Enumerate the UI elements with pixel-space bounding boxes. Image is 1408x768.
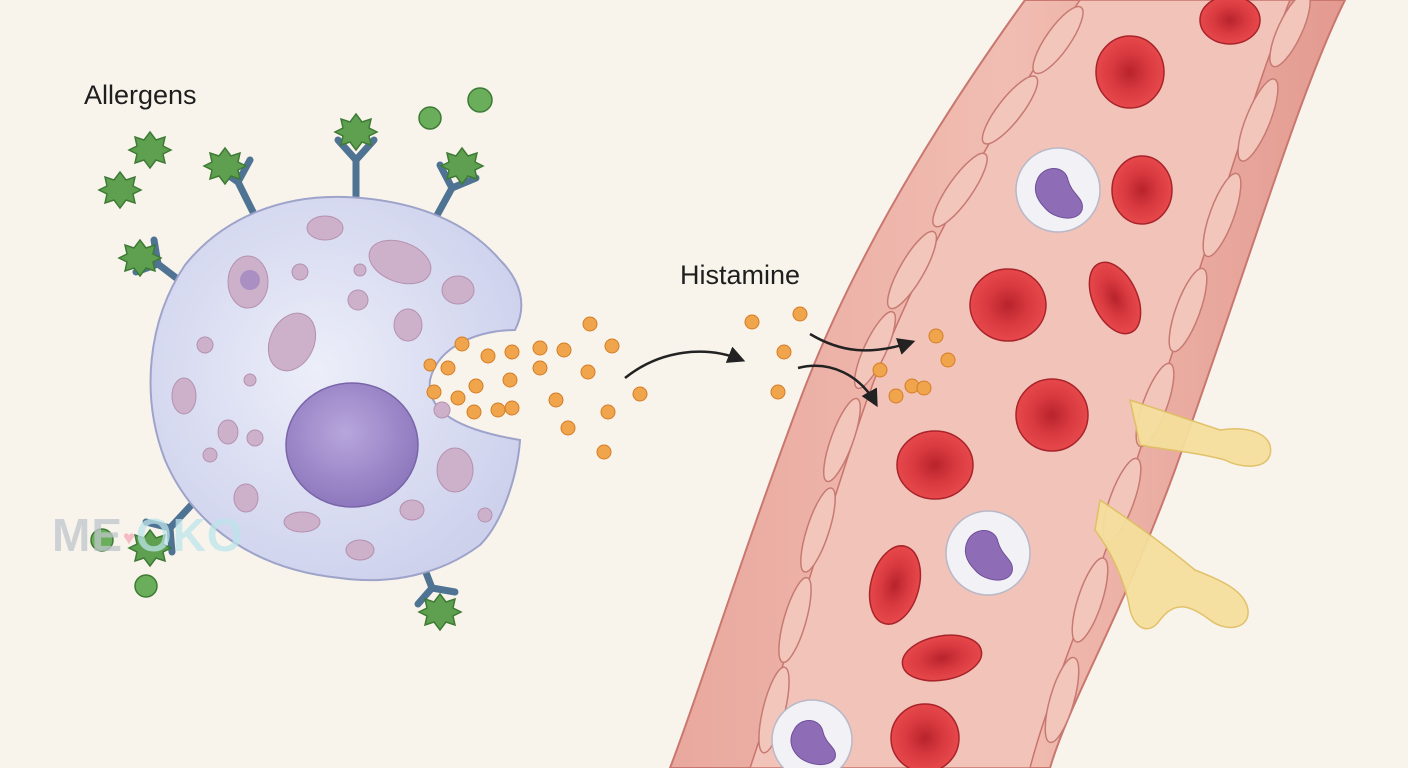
watermark-part2: OKO	[135, 509, 244, 561]
red-blood-cell	[1088, 261, 1142, 335]
histamine-granules	[423, 306, 956, 460]
arrow-right-icon	[809, 332, 916, 355]
red-blood-cell	[969, 268, 1047, 342]
red-blood-cells	[868, 0, 1261, 768]
red-blood-cell	[1095, 35, 1165, 109]
heart-icon: ♥	[123, 527, 136, 550]
red-blood-cell	[896, 430, 974, 500]
histamine-label: Histamine	[680, 260, 801, 290]
flow-arrows	[624, 332, 916, 408]
red-blood-cell	[868, 545, 922, 625]
allergens-label: Allergens	[84, 80, 197, 110]
white-blood-cells	[771, 147, 1101, 768]
nucleus	[285, 382, 419, 508]
red-blood-cell	[1015, 378, 1089, 452]
white-blood-cell	[1015, 147, 1101, 233]
spiky-allergens	[97, 112, 485, 632]
arrow-down-icon	[797, 364, 878, 408]
round-allergens	[90, 87, 493, 598]
arrow-right-icon	[624, 346, 746, 379]
blood-vessel	[668, 0, 1347, 768]
red-blood-cell	[901, 634, 983, 682]
small-nucleus-body	[240, 270, 260, 290]
watermark-logo: ME♥OKO	[52, 508, 244, 562]
white-blood-cell	[771, 699, 853, 768]
allergen-particles	[90, 87, 493, 632]
red-blood-cell	[1111, 155, 1173, 225]
plasma-leak	[1094, 398, 1272, 630]
mast-cell	[132, 136, 523, 608]
white-blood-cell	[945, 510, 1031, 596]
red-blood-cell	[1199, 0, 1261, 45]
red-blood-cell	[890, 703, 960, 768]
watermark-part1: ME	[52, 509, 123, 561]
